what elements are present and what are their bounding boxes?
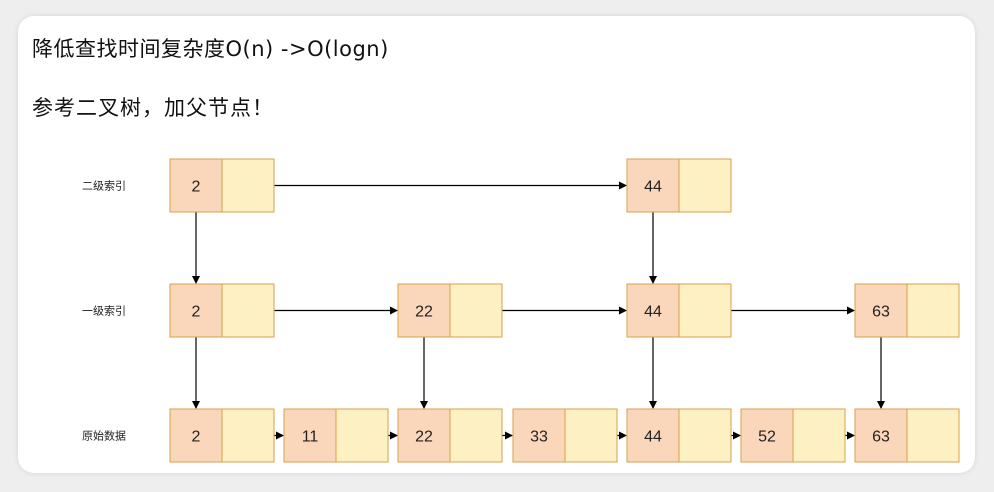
- list-node: 2: [169, 408, 275, 463]
- node-pointer-cell: [335, 408, 389, 463]
- node-value: 44: [644, 179, 662, 196]
- node-value-cell: [740, 408, 794, 463]
- node-value-cell: [397, 408, 451, 463]
- subheading-text: 参考二叉树，加父节点！: [32, 96, 274, 120]
- list-node: 44: [626, 283, 732, 338]
- node-pointer-cell: [449, 408, 503, 463]
- node-value: 33: [530, 429, 548, 446]
- list-node: 22: [397, 283, 503, 338]
- node-pointer-cell: [221, 158, 275, 213]
- list-node: 52: [740, 408, 846, 463]
- node-pointer-cell: [678, 158, 732, 213]
- heading-text: 降低查找时间复杂度O(n) ->O(logn): [32, 37, 389, 61]
- list-node: 44: [626, 408, 732, 463]
- node-value: 2: [192, 304, 201, 321]
- node-value-cell: [626, 158, 680, 213]
- list-node: 33: [512, 408, 618, 463]
- node-value: 44: [644, 429, 662, 446]
- content-card: [18, 16, 975, 473]
- node-pointer-cell: [221, 408, 275, 463]
- list-node: 63: [854, 408, 960, 463]
- node-value-cell: [512, 408, 566, 463]
- level-label: 原始数据: [82, 429, 126, 443]
- node-value: 2: [192, 179, 201, 196]
- node-value-cell: [854, 408, 908, 463]
- node-pointer-cell: [564, 408, 618, 463]
- list-node: 22: [397, 408, 503, 463]
- list-node: 2: [169, 158, 275, 213]
- node-value: 63: [872, 429, 890, 446]
- node-pointer-cell: [221, 283, 275, 338]
- list-node: 11: [283, 408, 389, 463]
- node-pointer-cell: [792, 408, 846, 463]
- node-value: 11: [302, 429, 319, 446]
- node-value: 2: [192, 429, 201, 446]
- node-pointer-cell: [906, 283, 960, 338]
- list-node: 44: [626, 158, 732, 213]
- node-pointer-cell: [678, 283, 732, 338]
- node-value: 22: [415, 304, 433, 321]
- node-value: 22: [415, 429, 433, 446]
- node-pointer-cell: [678, 408, 732, 463]
- node-value-cell: [169, 158, 223, 213]
- list-node: 2: [169, 283, 275, 338]
- node-value-cell: [626, 408, 680, 463]
- node-pointer-cell: [906, 408, 960, 463]
- node-value-cell: [169, 283, 223, 338]
- level-label: 一级索引: [82, 304, 126, 318]
- node-value: 52: [758, 429, 776, 446]
- node-value: 63: [872, 304, 890, 321]
- node-value-cell: [283, 408, 337, 463]
- node-value-cell: [169, 408, 223, 463]
- node-pointer-cell: [449, 283, 503, 338]
- node-value-cell: [397, 283, 451, 338]
- list-node: 63: [854, 283, 960, 338]
- level-label: 二级索引: [82, 179, 126, 193]
- node-value: 44: [644, 304, 662, 321]
- node-value-cell: [854, 283, 908, 338]
